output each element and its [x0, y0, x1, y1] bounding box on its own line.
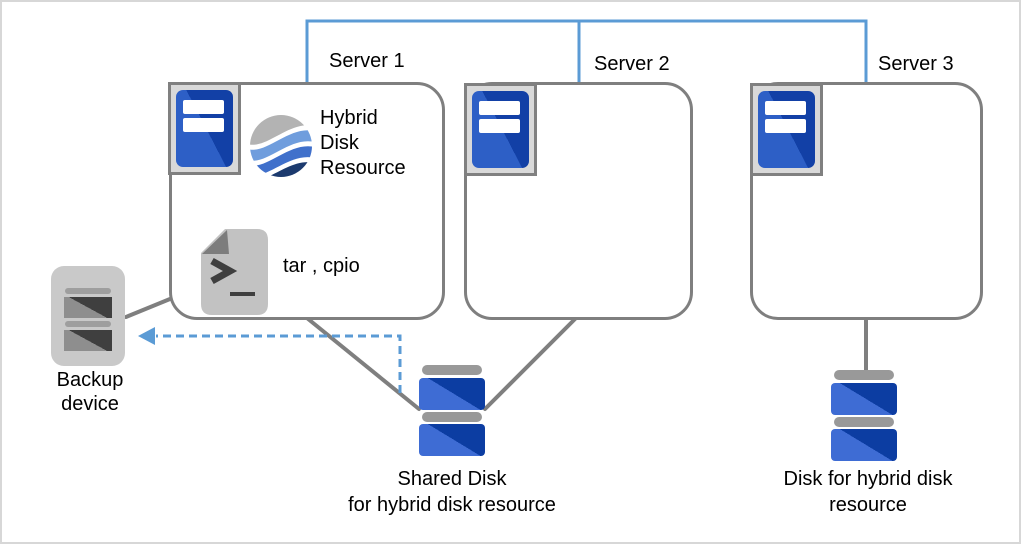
server2-label: Server 2 — [594, 53, 670, 75]
hybrid-disk-wave-icon — [250, 115, 312, 177]
hybrid-disk-resource-label: Hybrid Disk Resource — [320, 106, 406, 181]
server-tower-icon — [168, 82, 241, 175]
backup-dashed-arrow-line — [156, 334, 402, 393]
disk-stack-icon — [419, 365, 485, 456]
server3-label: Server 3 — [878, 53, 954, 75]
server-tower-icon — [750, 83, 823, 176]
hybrid-label-line2: Disk — [320, 132, 359, 154]
shared-disk-label: Shared Disk for hybrid disk resource — [332, 466, 572, 518]
backup-arrowhead-icon — [138, 327, 155, 345]
shared-disk-label-line1: Shared Disk — [397, 468, 507, 490]
server1-to-shared-disk-line — [300, 312, 421, 411]
server1-label: Server 1 — [329, 50, 405, 72]
backup-label-line1: Backup — [56, 369, 124, 391]
hybrid-disk-label: Disk for hybrid disk resource — [748, 466, 988, 518]
tar-cpio-label: tar , cpio — [283, 255, 360, 277]
disk-stack-icon — [831, 370, 897, 461]
backup-device-label: Backup device — [28, 368, 152, 416]
shell-script-icon — [201, 229, 268, 315]
hybrid-label-line3: Resource — [320, 157, 406, 179]
server-tower-icon — [464, 83, 537, 176]
hybrid-disk-label-line1: Disk for hybrid disk — [783, 468, 953, 490]
hybrid-label-line1: Hybrid — [320, 107, 378, 129]
backup-tape-device-icon — [51, 266, 125, 366]
server2-to-shared-disk-line — [483, 310, 584, 411]
shared-disk-label-line2: for hybrid disk resource — [348, 494, 556, 516]
hybrid-disk-label-line2: resource — [829, 494, 907, 516]
backup-label-line2: device — [61, 393, 119, 415]
